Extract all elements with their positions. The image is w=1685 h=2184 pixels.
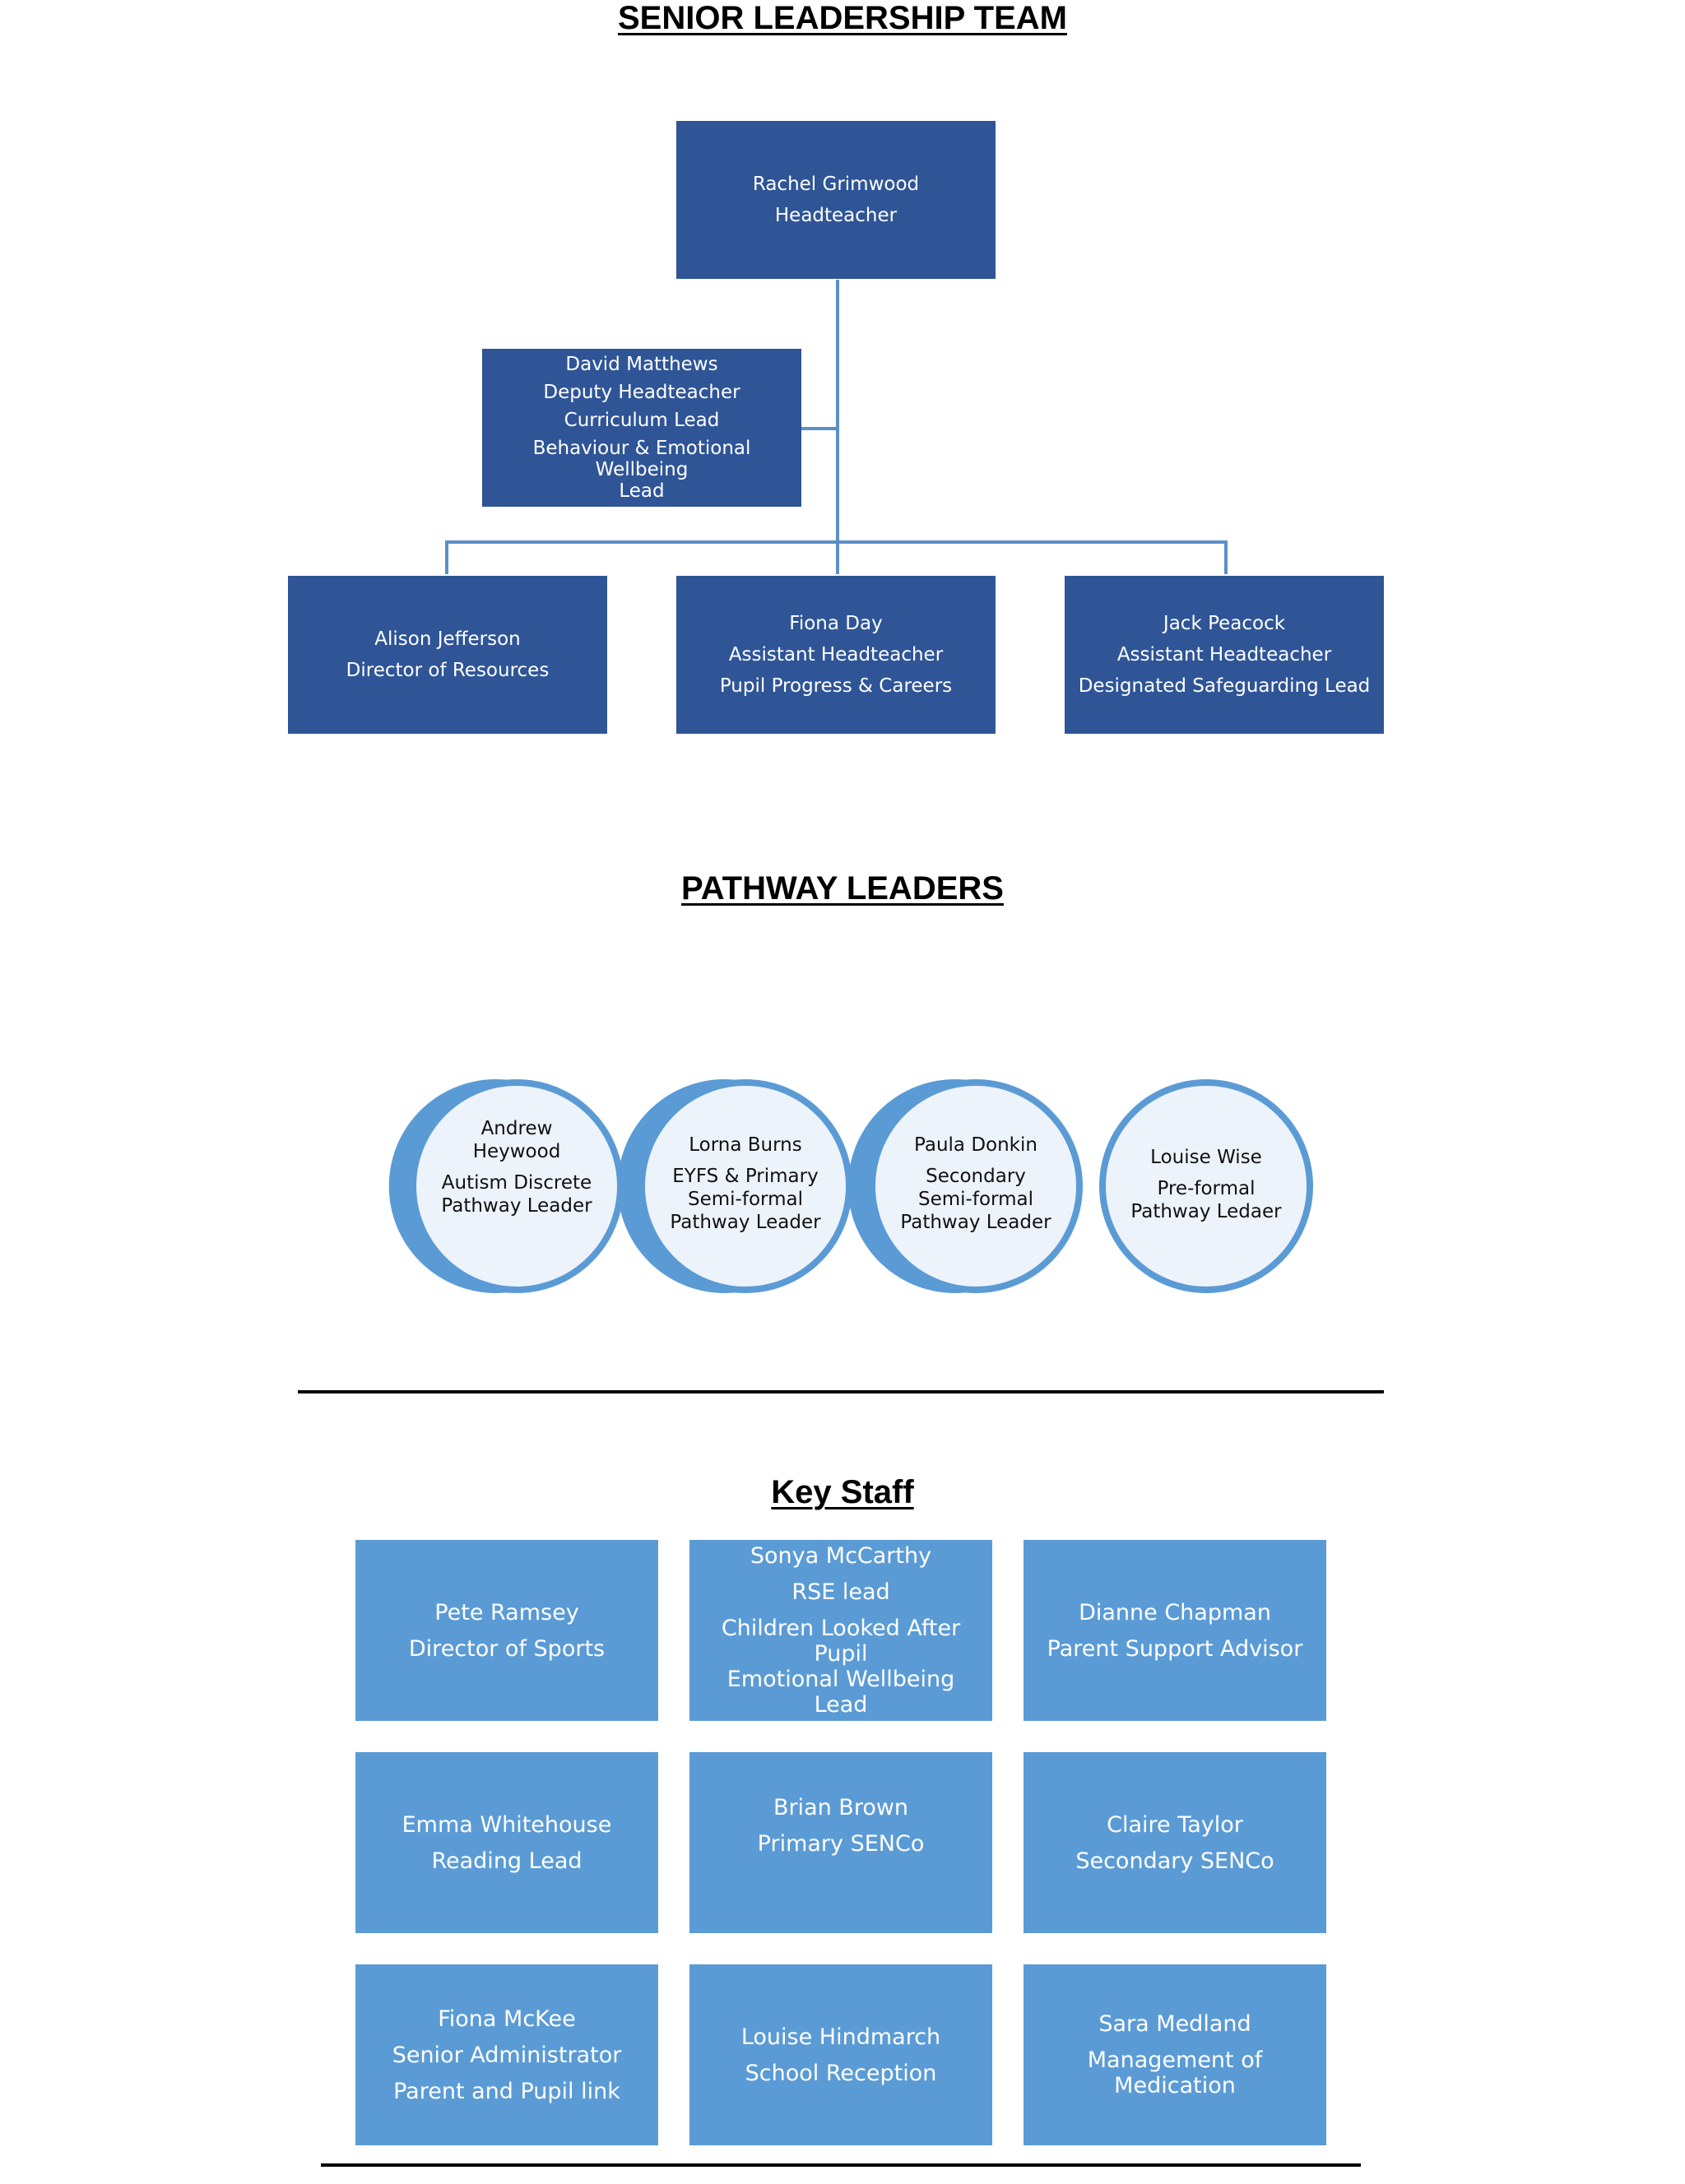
pathway-leader-3-role-c: Pathway Leader xyxy=(900,1212,1051,1234)
connector-head-vertical xyxy=(836,280,839,574)
section-divider xyxy=(298,1390,1384,1393)
pathway-leader-2: Lorna Burns EYFS & Primary Semi-formal P… xyxy=(663,1134,828,1234)
staff-6-name: Claire Taylor xyxy=(1107,1811,1243,1838)
staff-9-role: Management of Medication xyxy=(1087,2047,1263,2098)
pathway-leader-3: Paula Donkin Secondary Semi-formal Pathw… xyxy=(894,1134,1058,1234)
pathway-leader-2-role-c: Pathway Leader xyxy=(670,1212,821,1234)
connector-right-drop xyxy=(1224,540,1228,574)
pathway-leader-1-role-a: Autism Discrete xyxy=(441,1172,592,1194)
staff-6-role: Secondary SENCo xyxy=(1075,1848,1274,1874)
staff-2-name: Sonya McCarthy xyxy=(750,1542,932,1569)
staff-1-role: Director of Sports xyxy=(408,1635,606,1662)
jack-name: Jack Peacock xyxy=(1163,613,1286,634)
fiona-name: Fiona Day xyxy=(789,613,883,634)
headteacher-name: Rachel Grimwood xyxy=(752,174,920,195)
staff-7-role-2: Parent and Pupil link xyxy=(393,2078,620,2104)
pathway-leader-2-role-a: EYFS & Primary xyxy=(672,1166,819,1188)
connector-left-drop xyxy=(445,540,448,574)
staff-box-7: Fiona McKee Senior Administrator Parent … xyxy=(355,1964,658,2145)
staff-2-role-2a: Children Looked After Pupil xyxy=(721,1615,961,1667)
staff-8-name: Louise Hindmarch xyxy=(740,2024,941,2050)
deputy-role: Deputy Headteacher xyxy=(543,381,740,403)
staff-5-name: Brian Brown xyxy=(773,1795,909,1820)
fiona-box: Fiona Day Assistant Headteacher Pupil Pr… xyxy=(676,576,996,734)
pathway-title: PATHWAY LEADERS xyxy=(681,870,1004,907)
pathway-leader-1: Andrew Heywood Autism Discrete Pathway L… xyxy=(434,1117,599,1217)
staff-box-8: Louise Hindmarch School Reception xyxy=(689,1964,992,2145)
staff-1-name: Pete Ramsey xyxy=(434,1599,579,1625)
deputy-name: David Matthews xyxy=(565,353,718,375)
staff-box-5: Brian Brown Primary SENCo xyxy=(689,1752,992,1933)
staff-4-name: Emma Whitehouse xyxy=(402,1811,612,1838)
alison-name: Alison Jefferson xyxy=(374,628,521,650)
pathway-leader-4-role-b: Pathway Ledaer xyxy=(1130,1201,1282,1223)
staff-3-role: Parent Support Advisor xyxy=(1047,1635,1303,1662)
deputy-role-3b: Lead xyxy=(619,480,665,502)
pathway-leader-3-name: Paula Donkin xyxy=(914,1134,1037,1156)
staff-box-2: Sonya McCarthy RSE lead Children Looked … xyxy=(689,1540,992,1721)
headteacher-box: Rachel Grimwood Headteacher xyxy=(676,121,996,279)
alison-role: Director of Resources xyxy=(346,660,550,681)
staff-9-name: Sara Medland xyxy=(1098,2011,1251,2037)
pathway-leader-2-role-b: Semi-formal xyxy=(688,1189,803,1211)
deputy-role-2: Curriculum Lead xyxy=(564,409,720,431)
staff-2-role: RSE lead xyxy=(791,1579,890,1605)
staff-box-9: Sara Medland Management of Medication xyxy=(1024,1964,1326,2145)
staff-4-role: Reading Lead xyxy=(431,1848,583,1874)
pathway-leader-4: Louise Wise Pre-formal Pathway Ledaer xyxy=(1124,1146,1288,1223)
pathway-leader-2-name: Lorna Burns xyxy=(689,1134,802,1156)
staff-8-role: School Reception xyxy=(745,2060,937,2086)
fiona-role: Assistant Headteacher xyxy=(728,644,944,665)
jack-role-2: Designated Safeguarding Lead xyxy=(1078,675,1371,697)
connector-horizontal-bar xyxy=(445,540,1228,544)
bottom-rule xyxy=(321,2163,1361,2167)
staff-3-name: Dianne Chapman xyxy=(1079,1599,1271,1625)
staff-7-role: Senior Administrator xyxy=(392,2042,622,2068)
jack-role: Assistant Headteacher xyxy=(1116,644,1332,665)
pathway-leader-1-role-b: Pathway Leader xyxy=(441,1195,592,1217)
deputy-role-3a: Behaviour & Emotional Wellbeing xyxy=(532,437,751,480)
key-staff-title: Key Staff xyxy=(771,1474,914,1510)
staff-box-1: Pete Ramsey Director of Sports xyxy=(355,1540,658,1721)
fiona-role-2: Pupil Progress & Careers xyxy=(719,675,953,697)
pathway-leader-3-role-a: Secondary xyxy=(926,1166,1026,1188)
pathway-circle-4 xyxy=(1099,1079,1313,1293)
staff-box-4: Emma Whitehouse Reading Lead xyxy=(355,1752,658,1933)
pathway-circle-3 xyxy=(847,1079,1083,1294)
pathway-leader-3-role-b: Semi-formal xyxy=(918,1189,1033,1211)
pathway-leader-1-name-b: Heywood xyxy=(472,1141,561,1163)
deputy-box: David Matthews Deputy Headteacher Curric… xyxy=(482,349,801,507)
headteacher-role: Headteacher xyxy=(774,205,898,226)
pathway-circle-2 xyxy=(617,1079,852,1294)
jack-box: Jack Peacock Assistant Headteacher Desig… xyxy=(1065,576,1384,734)
alison-box: Alison Jefferson Director of Resources xyxy=(288,576,607,734)
staff-5-role: Primary SENCo xyxy=(757,1831,925,1857)
staff-2-role-2b: Emotional Wellbeing Lead xyxy=(726,1666,955,1718)
connector-deputy xyxy=(801,427,838,430)
staff-box-3: Dianne Chapman Parent Support Advisor xyxy=(1024,1540,1326,1721)
staff-7-name: Fiona McKee xyxy=(438,2005,576,2032)
pathway-leader-1-name-a: Andrew xyxy=(480,1118,553,1139)
pathway-leader-4-role-a: Pre-formal xyxy=(1157,1178,1256,1200)
pathway-leader-4-name: Louise Wise xyxy=(1150,1147,1262,1168)
staff-box-6: Claire Taylor Secondary SENCo xyxy=(1024,1752,1326,1933)
slt-title: SENIOR LEADERSHIP TEAM xyxy=(618,0,1067,36)
